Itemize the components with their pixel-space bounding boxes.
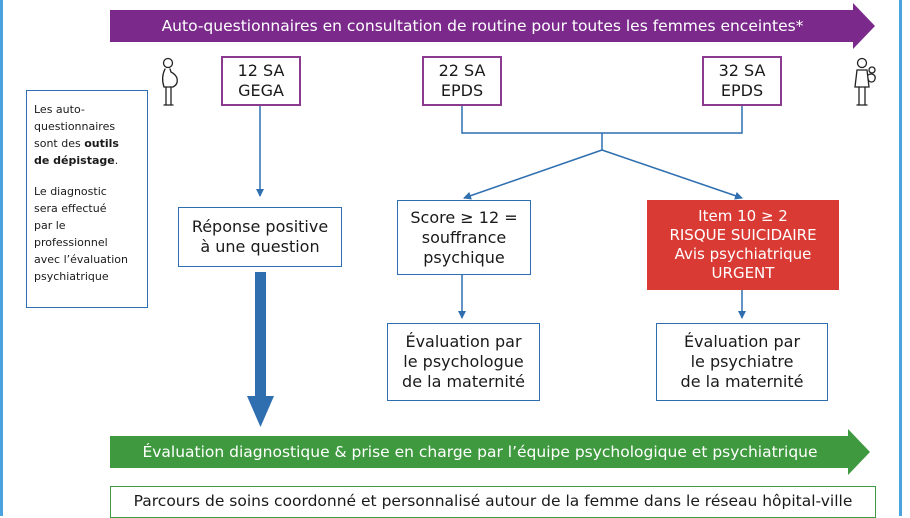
mother-with-baby-icon	[854, 57, 876, 106]
arrow-to-risk	[601, 149, 743, 200]
sa-box-22-epds: 22 SA EPDS	[422, 56, 502, 106]
sa-box-32-epds: 32 SA EPDS	[702, 56, 782, 106]
box-line: Évaluation par	[683, 332, 801, 351]
sa-box-test: EPDS	[720, 81, 764, 100]
psychiatrist-evaluation-box: Évaluation par le psychiatre de la mater…	[656, 323, 828, 401]
sa-box-test: GEGA	[238, 81, 284, 100]
frame-right-border	[899, 0, 902, 516]
score-box: Score ≥ 12 = souffrance psychique	[397, 200, 531, 275]
arrow-to-score	[463, 149, 603, 200]
box-line: à une question	[200, 237, 320, 256]
diagnostic-evaluation-banner: Évaluation diagnostique & prise en charg…	[110, 436, 850, 468]
sa-box-week: 32 SA	[718, 61, 766, 80]
box-line: Score ≥ 12 =	[410, 207, 518, 227]
box-line: de la maternité	[402, 372, 525, 391]
care-path-text: Parcours de soins coordonné et personnal…	[133, 492, 853, 511]
routine-questionnaires-banner: Auto-questionnaires en consultation de r…	[110, 10, 855, 42]
note-bold-depistage: de dépistage	[34, 154, 115, 168]
bracket-22-32-sa	[461, 106, 743, 134]
box-line: RISQUE SUICIDAIRE	[669, 225, 817, 244]
box-line: URGENT	[711, 264, 775, 283]
top-banner-arrowhead	[853, 3, 875, 49]
box-line: psychique	[423, 247, 505, 267]
screening-note-box: Les auto- questionnaires sont des outils…	[26, 90, 148, 308]
sa-box-week: 12 SA	[237, 61, 285, 80]
note-line: par le professionnel	[34, 219, 108, 250]
box-line: le psychiatre	[690, 352, 794, 371]
care-path-box: Parcours de soins coordonné et personnal…	[110, 486, 876, 518]
box-line: Item 10 ≥ 2	[698, 206, 788, 225]
box-line: Évaluation par	[405, 332, 522, 351]
psychologist-evaluation-box: Évaluation par le psychologue de la mate…	[387, 323, 540, 401]
frame-left-border	[0, 0, 3, 516]
note-line: questionnaires	[34, 120, 116, 134]
note-line: avec l’évaluation	[34, 253, 128, 267]
sa-box-12-gega: 12 SA GEGA	[221, 56, 301, 106]
box-line: Réponse positive	[191, 217, 329, 236]
note-bold-outils: outils	[84, 137, 119, 151]
sa-box-week: 22 SA	[438, 61, 486, 80]
diagnostic-evaluation-banner-text: Évaluation diagnostique & prise en charg…	[142, 443, 818, 461]
routine-questionnaires-banner-text: Auto-questionnaires en consultation de r…	[161, 17, 804, 35]
note-line: Les auto-	[34, 103, 85, 116]
note-line: Le diagnostic	[34, 185, 107, 199]
note-line: sera effectué	[34, 202, 107, 216]
sa-box-test: EPDS	[440, 81, 484, 100]
note-line: sont des outils	[34, 137, 119, 151]
positive-response-box: Réponse positive à une question	[178, 207, 342, 267]
box-line: souffrance	[421, 227, 507, 247]
box-line: Avis psychiatrique	[674, 245, 812, 263]
suicide-risk-box: Item 10 ≥ 2 RISQUE SUICIDAIRE Avis psych…	[647, 200, 839, 290]
bottom-banner-arrowhead	[848, 429, 870, 475]
note-line: de dépistage.	[34, 154, 119, 168]
pregnant-woman-icon	[161, 57, 178, 106]
note-line: psychiatrique	[34, 270, 109, 284]
thick-arrow-response-to-evaluation	[247, 272, 274, 427]
box-line: le psychologue	[403, 352, 524, 371]
box-line: de la maternité	[680, 372, 804, 391]
